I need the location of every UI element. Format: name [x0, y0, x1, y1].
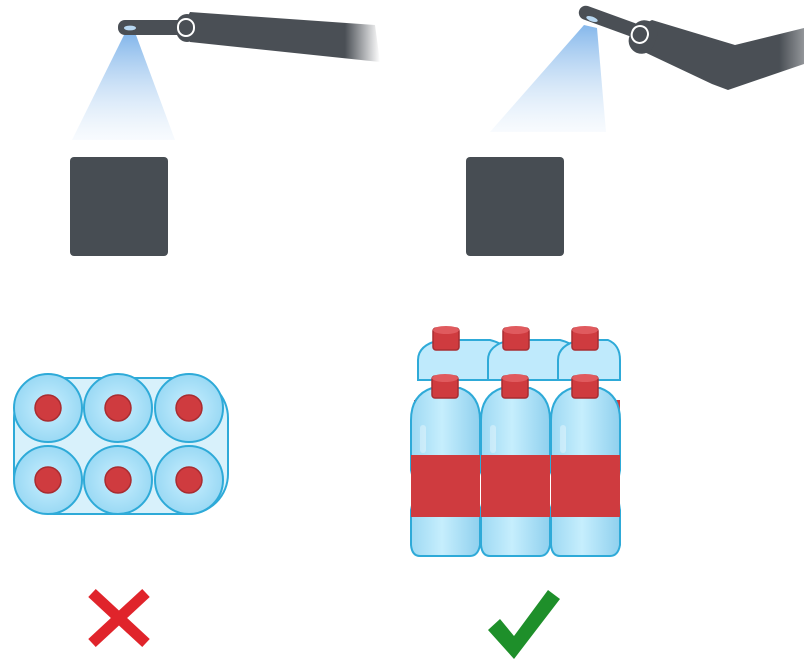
- light-cone-icon: [72, 35, 175, 140]
- angled-view-bottle-pack-icon: [410, 326, 621, 557]
- right-panel: [410, 5, 804, 659]
- top-view-bottle-pack-icon: [13, 373, 229, 515]
- front-bottle: [550, 374, 621, 557]
- dark-block-icon: [466, 157, 564, 256]
- robot-arm-icon: [578, 5, 804, 90]
- light-cone-icon: [490, 25, 606, 132]
- dark-block-icon: [70, 157, 168, 256]
- front-bottle: [410, 374, 481, 557]
- robot-arm-icon: [118, 12, 380, 62]
- left-panel: [13, 12, 380, 648]
- cross-icon: [88, 588, 150, 648]
- front-bottle: [480, 374, 551, 557]
- check-icon: [488, 590, 560, 659]
